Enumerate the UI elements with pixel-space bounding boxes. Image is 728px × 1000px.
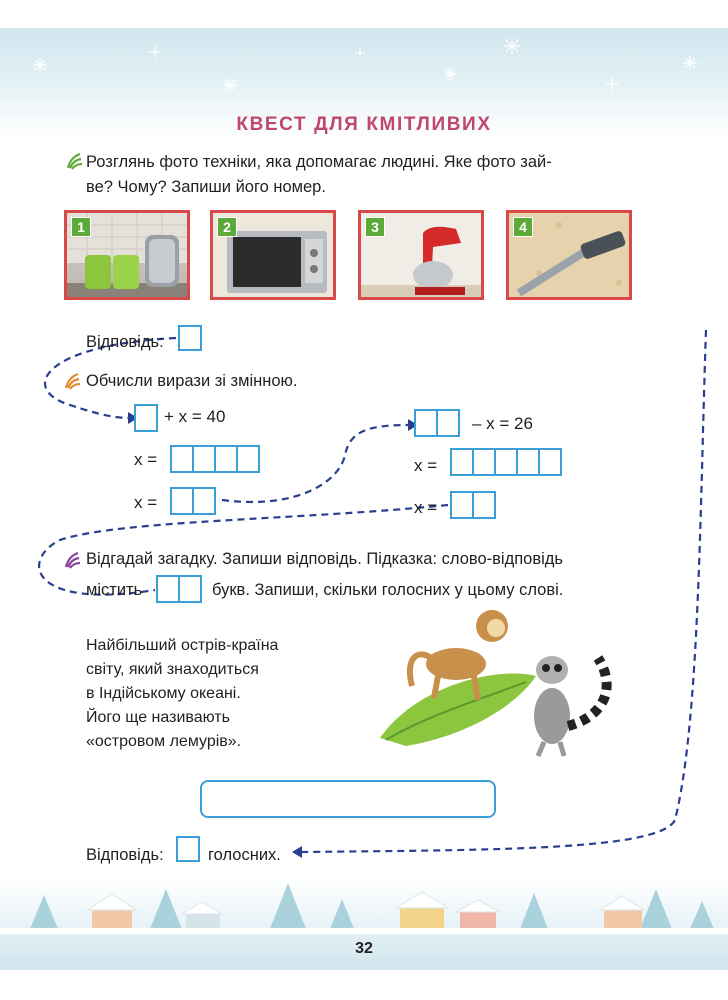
cell[interactable] <box>450 491 474 519</box>
microwave-icon <box>213 213 333 297</box>
winter-header-band <box>0 28 728 138</box>
riddle-line: Найбільший острів-країна <box>86 637 279 654</box>
left-number-box[interactable] <box>134 404 158 432</box>
photo-mixer: 3 <box>358 210 484 300</box>
task1-line2: ве? Чому? Запиши його номер. <box>86 178 326 196</box>
right-answer-cells-5[interactable] <box>450 448 562 476</box>
photo-number-3: 3 <box>365 217 385 237</box>
cell[interactable] <box>192 487 216 515</box>
snowflake-decoration <box>33 38 697 92</box>
left-answer-cells-2[interactable] <box>170 487 216 515</box>
right-answer-cells-2[interactable] <box>450 491 496 519</box>
task1-answer-box[interactable] <box>178 325 202 351</box>
left-answer-cells-4[interactable] <box>170 445 260 473</box>
left-x-label-2: x = <box>134 493 158 512</box>
task3-text-after: букв. Запиши, скільки голосних у цьому с… <box>212 581 564 599</box>
photo-number-2: 2 <box>217 217 237 237</box>
riddle-line: в Індійському океані. <box>86 685 241 702</box>
cell[interactable] <box>436 409 460 437</box>
left-x-label-1: x = <box>134 450 158 469</box>
mixer-icon <box>361 213 481 297</box>
leaf-icon <box>66 152 82 170</box>
task3-text-before: містить <box>86 581 143 599</box>
riddle-line: «островом лемурів». <box>86 733 242 750</box>
cell[interactable] <box>494 448 518 476</box>
right-number-cells[interactable] <box>414 409 460 437</box>
letter-count-cells[interactable] <box>156 575 202 603</box>
riddle-line: світу, який знаходиться <box>86 661 259 678</box>
cell[interactable] <box>516 448 540 476</box>
cell[interactable] <box>192 445 216 473</box>
cell[interactable] <box>472 491 496 519</box>
winter-village-illustration <box>0 883 728 934</box>
page-number: 32 <box>355 940 373 957</box>
photo-microwave: 2 <box>210 210 336 300</box>
right-x-label-2: x = <box>414 498 438 517</box>
leaf-icon <box>64 551 80 569</box>
task2-text: Обчисли вирази зі змінною. <box>86 372 298 390</box>
leaf-icon <box>64 372 80 390</box>
photo-number-4: 4 <box>513 217 533 237</box>
right-x-label-1: x = <box>414 456 438 475</box>
cell[interactable] <box>178 575 202 603</box>
photo-vacuum: 4 <box>506 210 632 300</box>
task3-answer-label: Відповідь: <box>86 846 164 864</box>
task1-text: Розглянь фото техніки, яка допомагає люд… <box>86 150 646 200</box>
riddle-line: Його ще називають <box>86 709 230 726</box>
right-expression: – x = 26 <box>472 414 533 433</box>
task3-line1: Відгадай загадку. Запиши відповідь. Підк… <box>86 550 563 568</box>
cell[interactable] <box>538 448 562 476</box>
task1-line1: Розглянь фото техніки, яка допомагає люд… <box>86 153 552 171</box>
photo-number-1: 1 <box>71 217 91 237</box>
cell[interactable] <box>170 445 194 473</box>
cell[interactable] <box>214 445 238 473</box>
cell[interactable] <box>450 448 474 476</box>
page-title: КВЕСТ ДЛЯ КМІТЛИВИХ <box>236 114 492 135</box>
cell[interactable] <box>236 445 260 473</box>
cell[interactable] <box>414 409 438 437</box>
vowels-count-box[interactable] <box>176 836 200 862</box>
cell[interactable] <box>156 575 180 603</box>
cell[interactable] <box>170 487 194 515</box>
task1-answer-label: Відповідь: <box>86 333 164 351</box>
photo-kettle: 1 <box>64 210 190 300</box>
riddle-text: Найбільший острів-країна світу, який зна… <box>86 634 278 754</box>
lemurs-illustration <box>380 610 612 757</box>
left-expression: + x = 40 <box>164 407 226 426</box>
task3-answer-suffix: голосних. <box>208 846 281 864</box>
riddle-answer-field[interactable] <box>200 780 496 818</box>
cell[interactable] <box>472 448 496 476</box>
